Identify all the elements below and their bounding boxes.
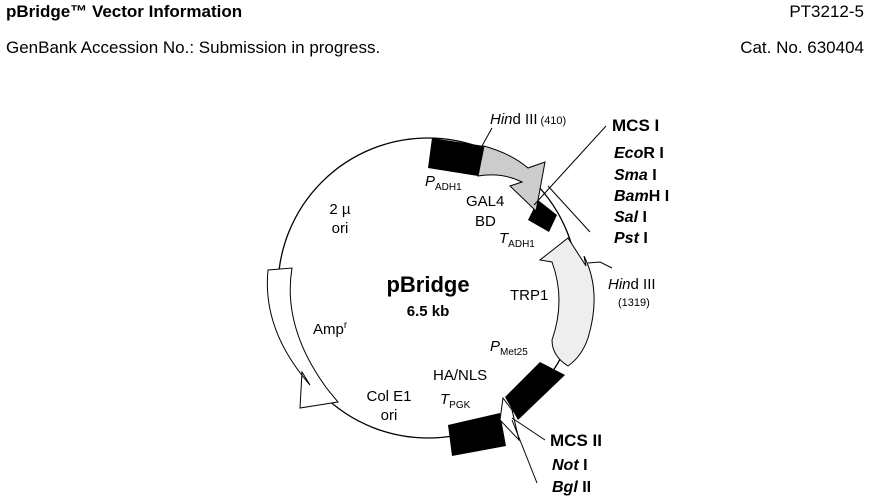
amp-label: Ampr <box>313 320 348 338</box>
mcs2-enzyme-not1: Not I <box>552 457 588 474</box>
genbank-accession: GenBank Accession No.: Submission in pro… <box>6 38 381 57</box>
ha-nls-label: HA/NLS <box>433 367 487 384</box>
hind3-1319-pos: (1319) <box>618 297 650 309</box>
mcs1-leader-a <box>533 125 607 206</box>
bd-label: BD <box>475 213 496 230</box>
mcs2-enzyme-bgl2: Bgl II <box>552 479 591 496</box>
mcs1-enzyme-bamh1: BamH I <box>614 188 669 205</box>
trp1-label: TRP1 <box>510 287 548 304</box>
plasmid-name: pBridge <box>386 272 469 297</box>
mcs1-leader-b <box>547 185 591 233</box>
p-met25-label: PMet25 <box>490 338 528 358</box>
header-title: pBridge™ Vector Information <box>6 2 243 21</box>
hind3-1319-label: Hind III <box>608 276 656 293</box>
mcs1-enzyme-pst1: Pst I <box>614 230 648 247</box>
mcs2-leader-a <box>511 417 546 441</box>
gal4-bd-arrow <box>477 145 546 213</box>
t-pgk-label: TPGK <box>440 391 471 411</box>
col-e1-ori-label: ori <box>381 407 398 424</box>
mcs1-enzyme-sma1: Sma I <box>614 167 657 184</box>
ha-nls-arrow <box>499 396 520 442</box>
hind3-410-label: Hind III(410) <box>490 111 566 128</box>
header-product-code: PT3212-5 <box>789 2 864 21</box>
t-adh1-label: TADH1 <box>499 230 535 250</box>
p-adh1-block <box>428 138 484 176</box>
hind-410-leader <box>481 127 493 147</box>
amp-arrow <box>266 267 339 409</box>
plasmid-size: 6.5 kb <box>407 303 450 320</box>
mcs2-leader-b <box>511 419 538 484</box>
col-e1-label: Col E1 <box>366 388 411 405</box>
mcs1-label: MCS I <box>612 116 659 135</box>
mcs1-enzyme-ecor1: EcoR I <box>614 145 664 162</box>
hind-1319-leader <box>587 261 613 269</box>
p-adh1-label: PADH1 <box>425 173 462 193</box>
p-met25-block <box>505 362 565 420</box>
two-mu-label: 2 µ <box>329 201 351 218</box>
two-mu-ori-label: ori <box>332 220 349 237</box>
t-pgk-block <box>448 413 506 456</box>
gal4-label: GAL4 <box>466 193 504 210</box>
mcs1-enzyme-sal1: Sal I <box>614 209 647 226</box>
trp1-arrow <box>538 237 595 367</box>
mcs2-label: MCS II <box>550 431 602 450</box>
catalog-number: Cat. No. 630404 <box>740 38 864 57</box>
